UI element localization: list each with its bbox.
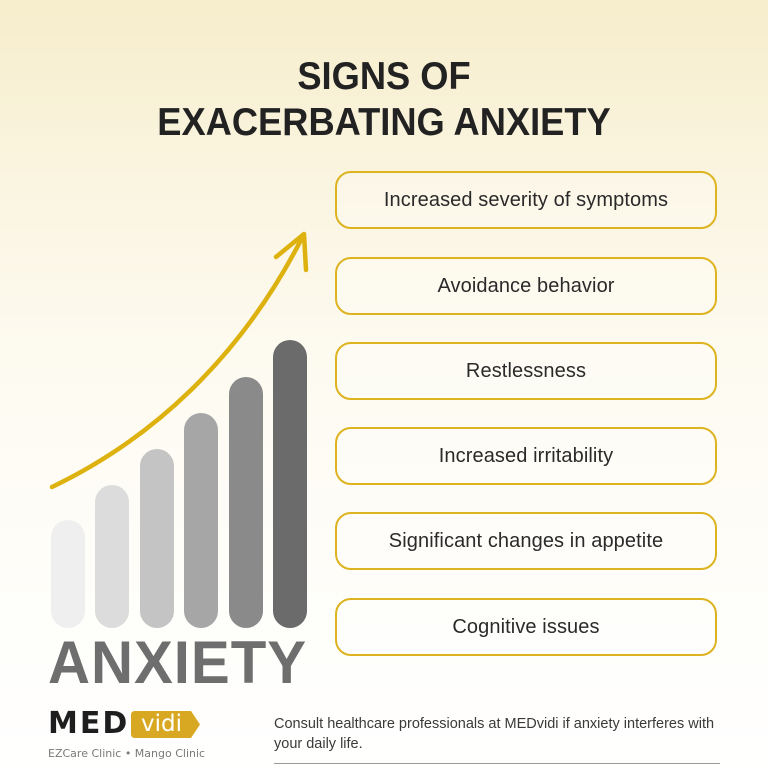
bar-5 xyxy=(229,377,263,628)
bar-4 xyxy=(184,413,218,628)
logo-vidi-text: vidi xyxy=(141,711,182,737)
sign-avoidance-behavior: Avoidance behavior xyxy=(335,257,717,315)
footer-note: Consult healthcare professionals at MEDv… xyxy=(274,716,715,752)
page-title: SIGNS OF EXACERBATING ANXIETY xyxy=(27,54,741,146)
bar-6 xyxy=(273,340,307,628)
bar-3 xyxy=(140,449,174,628)
logo-badge-shape-icon xyxy=(131,711,200,738)
sign-appetite-changes: Significant changes in appetite xyxy=(335,512,717,570)
footer-divider xyxy=(274,763,720,764)
logo-vidi-badge: vidi xyxy=(131,711,200,738)
logo-med-text: MED xyxy=(48,706,130,741)
title-line-1: SIGNS OF xyxy=(297,55,471,98)
logo-subtitle: EZCare Clinic • Mango Clinic xyxy=(48,747,206,760)
sign-cognitive-issues: Cognitive issues xyxy=(335,598,717,656)
sign-increased-irritability: Increased irritability xyxy=(335,427,717,485)
sign-increased-severity: Increased severity of symptoms xyxy=(335,171,717,229)
sign-restlessness: Restlessness xyxy=(335,342,717,400)
title-line-2: EXACERBATING ANXIETY xyxy=(157,101,611,144)
bar-2 xyxy=(95,485,129,628)
anxiety-label: ANXIETY xyxy=(48,629,308,696)
bar-1 xyxy=(51,520,85,628)
